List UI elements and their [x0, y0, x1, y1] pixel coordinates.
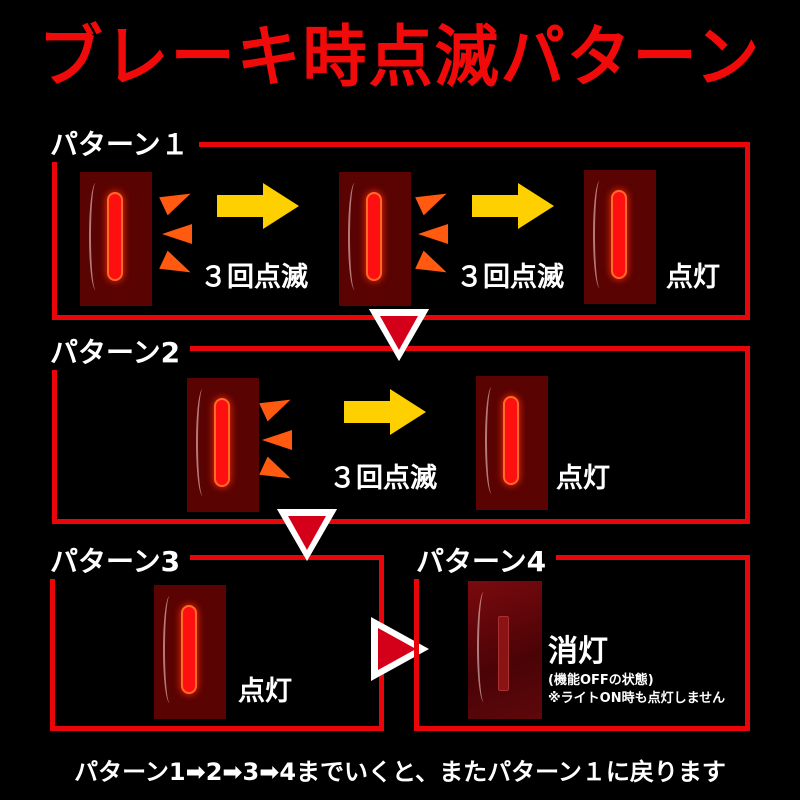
- step-text: ３回点滅: [456, 262, 564, 293]
- step-text: 点灯: [238, 676, 292, 707]
- flash-rays-icon: [408, 184, 451, 282]
- lamp-image: [187, 378, 259, 512]
- off-text: 消灯: [548, 634, 608, 669]
- step-text: ３回点滅: [329, 463, 437, 494]
- yellow-right-arrow-icon: [344, 389, 428, 435]
- flash-rays-icon: [252, 390, 295, 488]
- footer-note: パターン1➡2➡3➡4までいくと、またパターン１に戻ります: [74, 758, 726, 786]
- pattern-3-label: パターン3: [46, 545, 191, 579]
- yellow-right-arrow-icon: [217, 183, 301, 229]
- flash-rays-icon: [152, 184, 195, 282]
- down-triangle-icon: [277, 509, 337, 561]
- pattern-1-label: パターン１: [46, 128, 199, 162]
- lamp-image: [154, 585, 226, 719]
- pattern-4-frame: [414, 555, 750, 731]
- pattern-2-frame: [52, 346, 750, 524]
- page-title: ブレーキ時点滅パターン: [38, 19, 762, 97]
- lamp-off-image: [468, 581, 542, 719]
- step-text: 点灯: [556, 463, 610, 494]
- pattern-2-label: パターン2: [46, 336, 191, 370]
- off-note: (機能OFFの状態): [548, 673, 654, 688]
- step-text: ３回点滅: [200, 262, 308, 293]
- yellow-right-arrow-icon: [472, 183, 556, 229]
- light-on-note: ※ライトON時も点灯しません: [548, 691, 726, 706]
- lamp-image: [584, 170, 656, 304]
- right-triangle-icon: [371, 617, 429, 681]
- lamp-image: [339, 172, 411, 306]
- lamp-image: [80, 172, 152, 306]
- pattern-4-label: パターン4: [412, 545, 557, 579]
- step-text: 点灯: [666, 262, 720, 293]
- down-triangle-icon: [369, 309, 429, 361]
- lamp-image: [476, 376, 548, 510]
